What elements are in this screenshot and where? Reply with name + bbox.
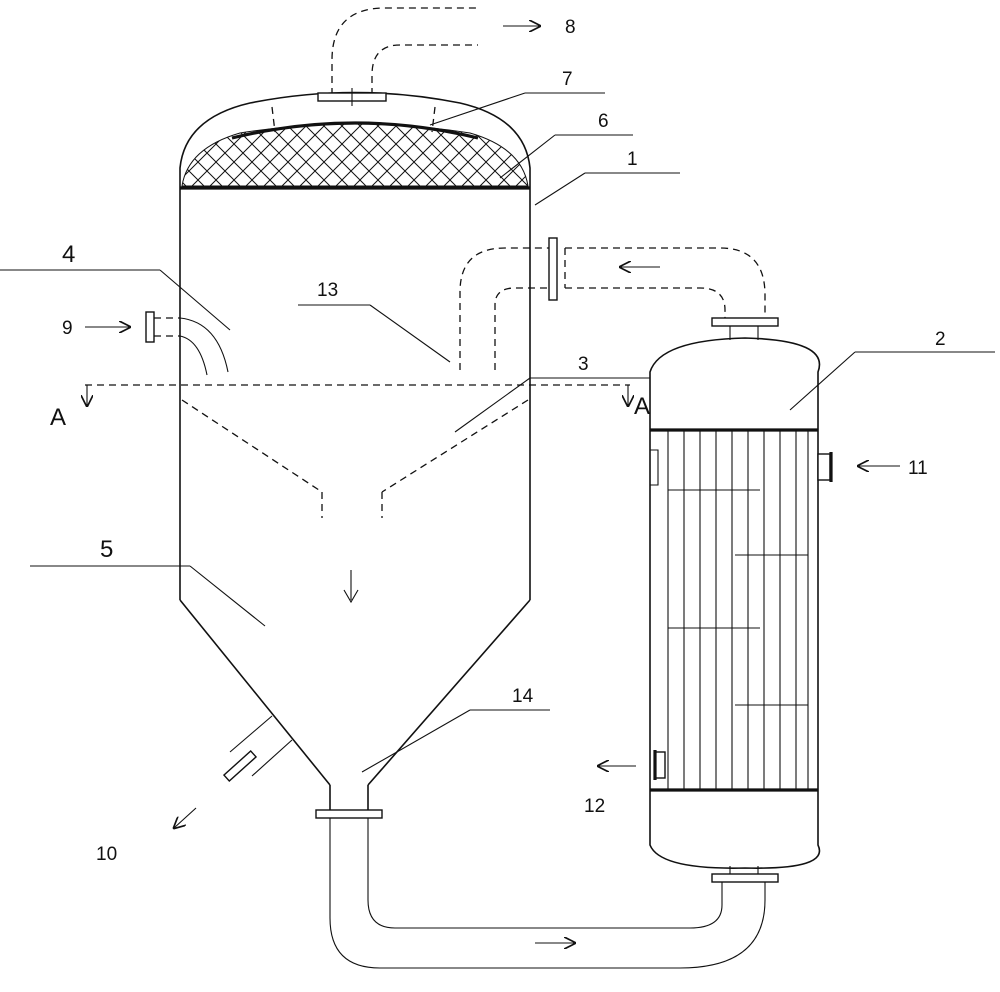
heat-exchanger	[649, 317, 833, 869]
demister-support-plate	[231, 121, 479, 140]
label-12: 12	[584, 796, 605, 817]
main-vessel	[179, 91, 531, 812]
demister-mesh	[181, 123, 529, 187]
label-9: 9	[62, 318, 73, 339]
circulation-pipe-bottom	[315, 809, 779, 969]
feed-inlet-nozzle	[145, 311, 229, 376]
product-discharge-nozzle	[222, 715, 293, 783]
down-flow-arrow	[343, 570, 359, 604]
recirculation-inlet-pipe	[459, 237, 766, 370]
vapor-outlet-pipe	[317, 7, 478, 106]
label-13: 13	[317, 280, 338, 301]
baffle-funnel	[181, 399, 529, 518]
leader-lines	[0, 92, 995, 773]
label-6: 6	[598, 111, 609, 132]
label-2: 2	[935, 329, 946, 350]
label-11: 11	[908, 458, 928, 479]
label-5: 5	[100, 536, 113, 563]
label-1: 1	[627, 149, 638, 170]
product-out-arrow	[174, 807, 197, 828]
exchanger-tubes	[683, 430, 797, 790]
label-14: 14	[512, 686, 534, 707]
label-7: 7	[562, 69, 573, 90]
section-label-left: A	[50, 404, 66, 431]
section-label-right: A	[634, 393, 650, 420]
label-4: 4	[62, 241, 75, 268]
section-line-a-a	[85, 384, 630, 406]
label-8: 8	[565, 17, 576, 38]
label-3: 3	[578, 354, 589, 375]
label-10: 10	[96, 844, 117, 865]
